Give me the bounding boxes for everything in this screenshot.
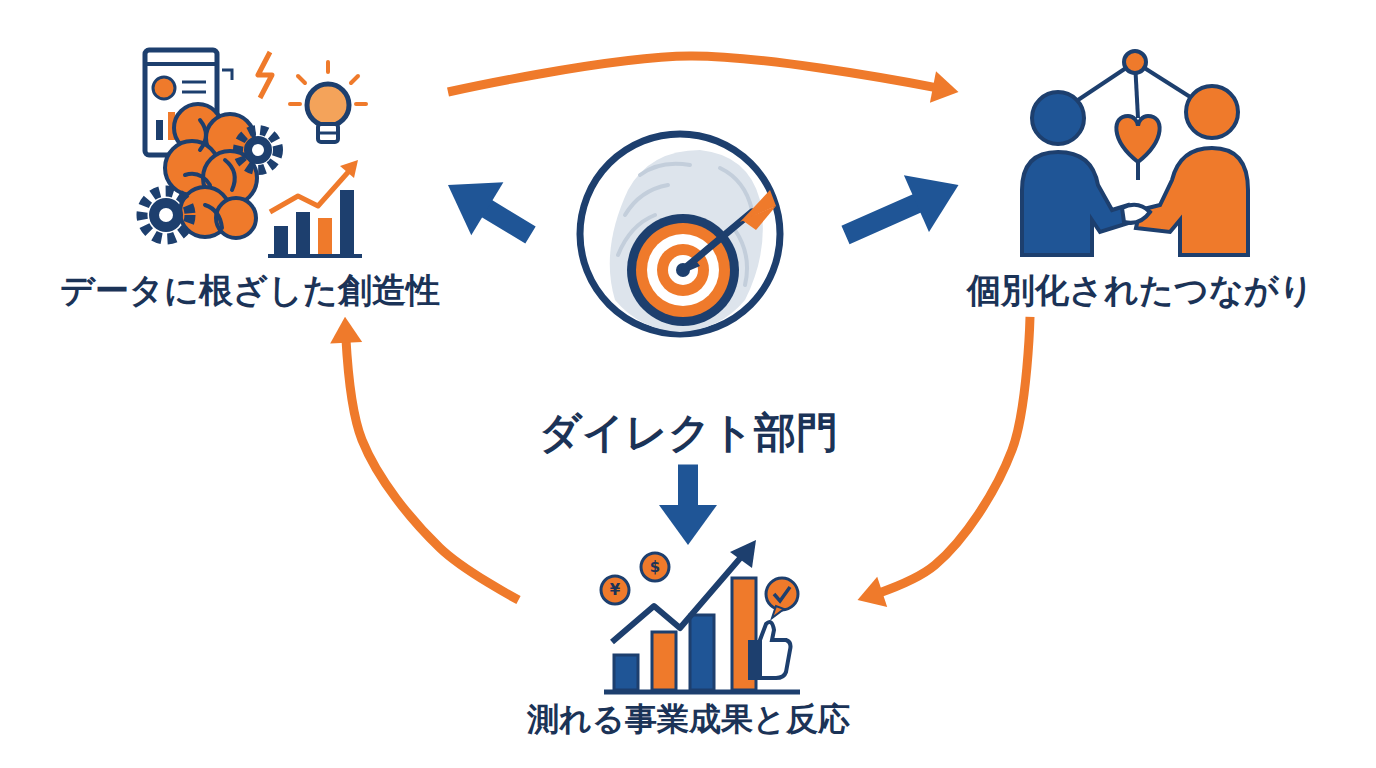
- node-label: 測れる事業成果と反応: [525, 700, 852, 738]
- cycle-arrow: [858, 317, 1031, 607]
- pillar-node: 個別化されたつながり: [959, 40, 1322, 317]
- arrow-head: [930, 71, 959, 102]
- data-creativity-icon: [142, 50, 366, 256]
- pillar-node: 測れる事業成果と反応: [519, 545, 858, 744]
- main-arrow: [846, 175, 959, 235]
- connector-line: [448, 56, 959, 92]
- node-label: 個別化されたつながり: [965, 270, 1316, 311]
- connector-line: [345, 317, 519, 600]
- currency-symbol: $: [650, 560, 660, 575]
- connector-line: [858, 317, 1031, 600]
- node-label: ダイレクト部門: [537, 408, 840, 458]
- results-icon: [601, 540, 800, 692]
- arrow-head: [659, 505, 717, 545]
- node-label: データに根ざした創造性: [58, 270, 442, 311]
- main-arrow: [659, 464, 717, 545]
- pillar-node: データに根ざした創造性: [52, 40, 448, 317]
- arrow-head: [448, 182, 503, 235]
- arrow-head: [330, 317, 362, 344]
- cycle-arrow: [330, 317, 518, 600]
- main-arrow: [448, 182, 531, 235]
- hub-node: ダイレクト部門: [531, 128, 846, 464]
- arrow-head: [858, 577, 888, 607]
- currency-symbol: ¥: [610, 583, 620, 598]
- cycle-arrow: [448, 56, 959, 103]
- center-emblem: [580, 134, 780, 334]
- arrow-head: [904, 175, 959, 232]
- connection-icon: [1022, 51, 1248, 255]
